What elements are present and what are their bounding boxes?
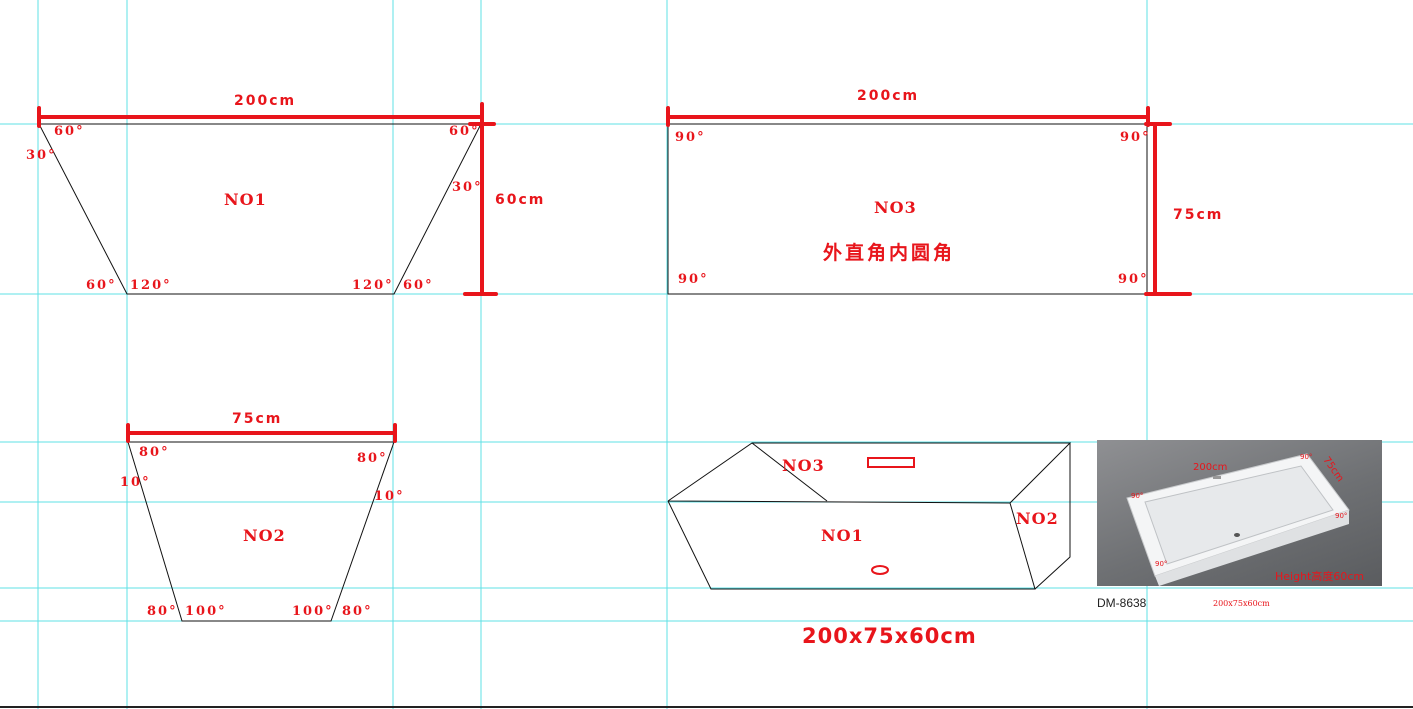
- no3-angle-tr: 90°: [1120, 130, 1151, 145]
- no2-angle-tr-top: 80°: [357, 451, 388, 466]
- bathtub-inner: [1144, 465, 1334, 565]
- box3d-front-label: NO1: [821, 526, 864, 545]
- no2-angle-br-out: 80°: [342, 604, 373, 619]
- no2-angle-bl-in: 100°: [185, 604, 227, 619]
- no2-angle-tl-top: 80°: [139, 445, 170, 460]
- no2-name: NO2: [243, 526, 286, 545]
- no3-shape: [667, 123, 1148, 295]
- no2-width-label: 75cm: [232, 411, 283, 427]
- no1-shape: [38, 123, 482, 295]
- model-number: DM-8638: [1097, 596, 1147, 610]
- box3d-front-face: [667, 500, 1036, 590]
- bathtub-illustration: [1126, 453, 1350, 586]
- no3-angle-bl: 90°: [678, 272, 709, 287]
- no3-outline: [667, 123, 1148, 295]
- no2-angle-tr-side: 10°: [374, 489, 405, 504]
- no3-angle-tl: 90°: [675, 130, 706, 145]
- bathtub-drain: [1234, 533, 1240, 537]
- no1-angle-bl-out: 60°: [86, 278, 117, 293]
- box3d-inner-edge: [751, 442, 828, 502]
- photo-angle-1: 90°: [1131, 492, 1144, 500]
- box3d-side-label: NO2: [1016, 509, 1059, 528]
- bathtub-overflow: [1213, 476, 1221, 479]
- no1-angle-bl-in: 120°: [130, 278, 172, 293]
- no2-shape: [127, 441, 395, 622]
- no1-name: NO1: [224, 190, 267, 209]
- photo-angle-2: 90°: [1300, 453, 1313, 461]
- no2-outline: [127, 441, 395, 622]
- photo-height: Height高度60cm: [1275, 570, 1365, 583]
- no1-angle-tl-side: 30°: [26, 148, 57, 163]
- no2-angle-tl-side: 10°: [120, 475, 151, 490]
- box3d-top-face: [667, 442, 1072, 504]
- no1-angle-tr-top: 60°: [449, 124, 480, 139]
- product-photo: 200cm 75cm Height高度60cm 90° 90° 90° 90°: [1097, 440, 1382, 586]
- no1-outline: [38, 123, 482, 295]
- no3-angle-br: 90°: [1118, 272, 1149, 287]
- photo-length: 200cm: [1193, 462, 1228, 473]
- no1-angle-tr-side: 30°: [452, 180, 483, 195]
- no3-name: NO3: [874, 198, 917, 217]
- photo-size-caption: 200x75x60cm: [1213, 599, 1270, 608]
- photo-angle-3: 90°: [1155, 560, 1168, 568]
- box3d-top-label: NO3: [782, 456, 825, 475]
- no2-angle-bl-out: 80°: [147, 604, 178, 619]
- no1-dimension-lines: [37, 102, 498, 296]
- no3-width-label: 200cm: [857, 88, 920, 104]
- no2-dimension-lines: [126, 423, 397, 443]
- drain-hole: [871, 565, 889, 575]
- no3-note: 外直角内圆角: [823, 242, 956, 264]
- no1-height-label: 60cm: [495, 192, 546, 208]
- no1-angle-tl-top: 60°: [54, 124, 85, 139]
- no3-dimension-lines: [666, 106, 1192, 296]
- box3d-side-face: [1034, 443, 1071, 590]
- no1-width-label: 200cm: [234, 93, 297, 109]
- no2-angle-br-in: 100°: [292, 604, 334, 619]
- overall-dimension: 200x75x60cm: [802, 624, 977, 648]
- photo-angle-4: 90°: [1335, 512, 1348, 520]
- no1-angle-br-in: 120°: [352, 278, 394, 293]
- overflow-slot: [867, 457, 915, 468]
- box3d-shape: [667, 442, 1072, 590]
- no1-angle-br-out: 60°: [403, 278, 434, 293]
- bathtub-front-panel: [1155, 510, 1349, 586]
- no3-side-label: 75cm: [1173, 207, 1224, 223]
